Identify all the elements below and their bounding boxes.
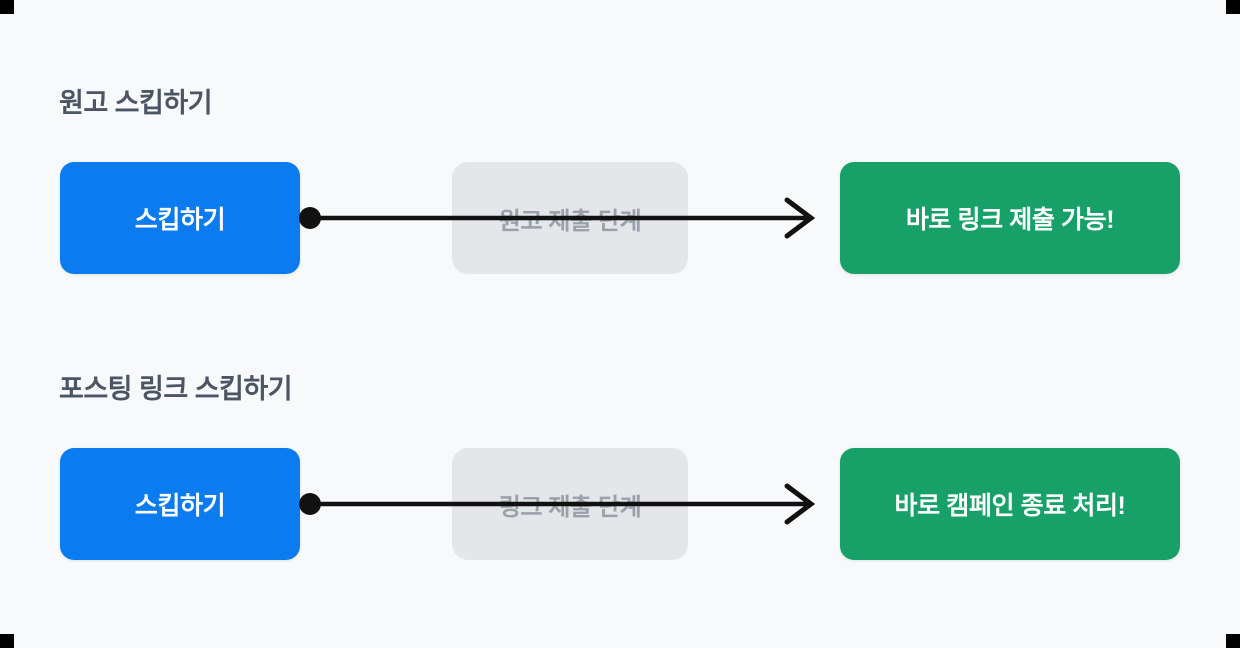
end-outcome-label: 바로 캠페인 종료 처리!	[894, 492, 1126, 520]
start-button-skip-posting-link[interactable]: 스킵하기	[60, 448, 300, 560]
end-outcome-campaign-closed[interactable]: 바로 캠페인 종료 처리!	[840, 448, 1180, 560]
corner-marker-top-right	[1226, 0, 1240, 14]
section-heading-manuscript-skip: 원고 스킵하기	[59, 88, 213, 118]
corner-marker-bottom-right	[1226, 634, 1240, 648]
arrowhead-icon	[784, 483, 816, 525]
start-button-skip-manuscript[interactable]: 스킵하기	[60, 162, 300, 274]
section-heading-posting-link-skip: 포스팅 링크 스킵하기	[59, 374, 293, 404]
skipped-step-manuscript-submission: 원고 제출 단계	[452, 162, 688, 274]
end-outcome-label: 바로 링크 제출 가능!	[905, 206, 1115, 234]
corner-marker-bottom-left	[0, 634, 14, 648]
flow-row-posting-link-skip: 스킵하기 링크 제출 단계 바로 캠페인 종료 처리!	[0, 448, 1240, 560]
arrowhead-icon	[784, 197, 816, 239]
connector-start-dot	[299, 493, 321, 515]
corner-marker-top-left	[0, 0, 14, 14]
skipped-step-label: 링크 제출 단계	[498, 493, 642, 521]
end-outcome-link-submission-available[interactable]: 바로 링크 제출 가능!	[840, 162, 1180, 274]
flow-row-manuscript-skip: 스킵하기 원고 제출 단계 바로 링크 제출 가능!	[0, 162, 1240, 274]
start-button-label: 스킵하기	[134, 492, 226, 520]
connector-start-dot	[299, 207, 321, 229]
skipped-step-link-submission: 링크 제출 단계	[452, 448, 688, 560]
start-button-label: 스킵하기	[134, 206, 226, 234]
skipped-step-label: 원고 제출 단계	[498, 207, 642, 235]
